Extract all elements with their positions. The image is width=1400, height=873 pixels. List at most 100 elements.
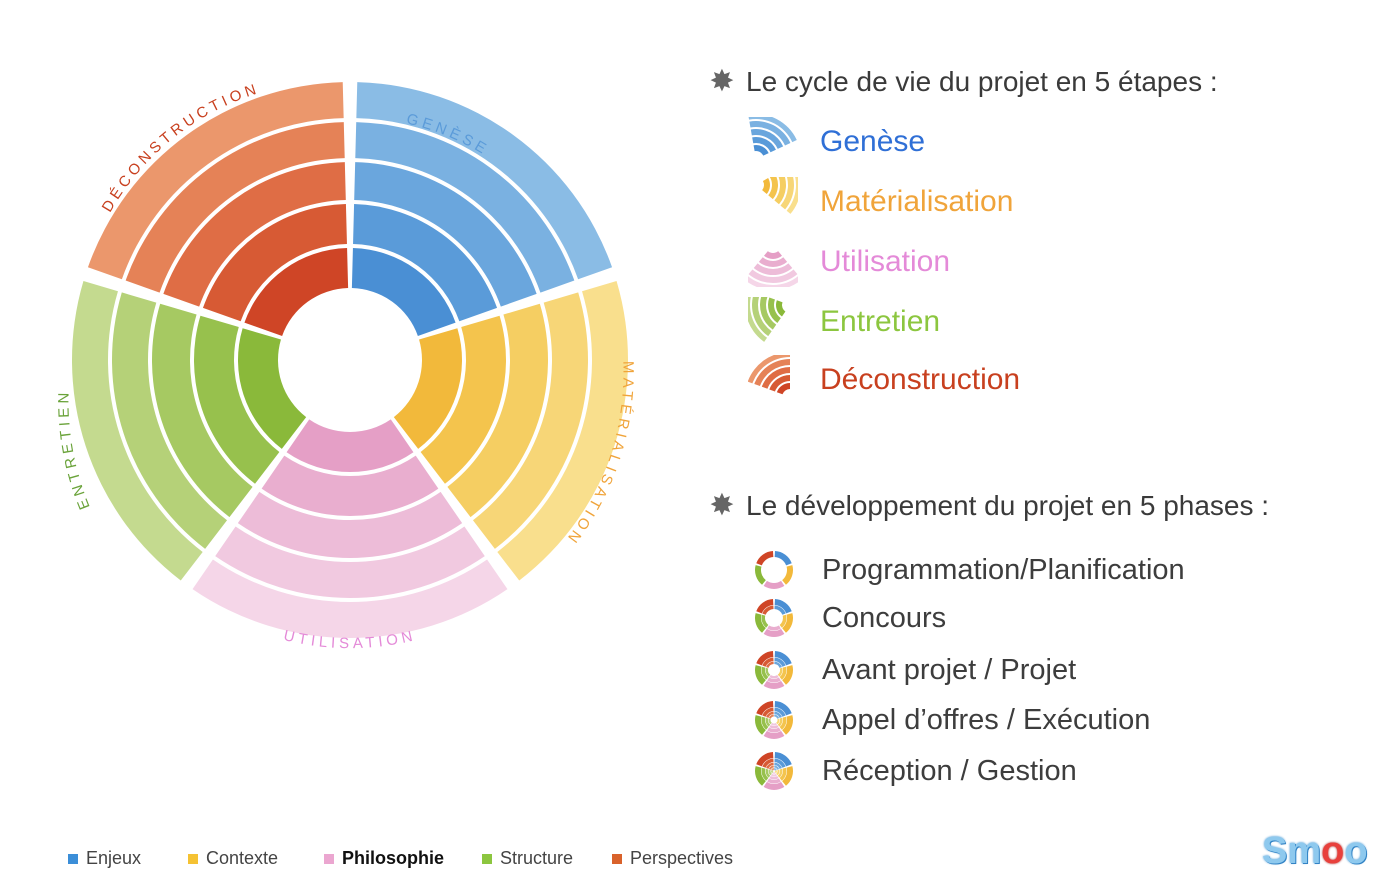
ring-band xyxy=(774,701,792,716)
wheel-band-genese-2 xyxy=(353,204,498,322)
phase-5-ring-icon xyxy=(755,752,793,790)
legend-item-contexte: Contexte xyxy=(188,848,278,869)
wheel-band-entretien-2 xyxy=(193,315,280,484)
smoo-logo: Smoo xyxy=(1262,830,1368,873)
wheel-band-genese-4 xyxy=(355,122,575,293)
ring-band xyxy=(779,666,787,680)
fan-band xyxy=(748,297,768,342)
phase-label-1: Programmation/Planification xyxy=(822,553,1185,586)
ring-band xyxy=(766,661,774,668)
ring-band xyxy=(762,758,774,768)
phase-label-2: Concours xyxy=(822,601,947,634)
ring-band xyxy=(779,614,787,628)
wheel-band-materialisation-3 xyxy=(447,303,548,518)
fan-band xyxy=(758,257,788,267)
ring-band xyxy=(768,718,772,725)
fan-band xyxy=(748,117,797,143)
ring-band xyxy=(777,717,783,727)
ring-band xyxy=(768,765,774,770)
wheel-band-deconstruction-3 xyxy=(163,162,346,307)
phase-label-3: Avant projet / Projet xyxy=(822,653,1077,686)
wheel-band-utilisation-3 xyxy=(237,491,463,558)
ring-band xyxy=(782,715,793,735)
lifecycle-wheel: GENÈSE MATÉRIALISATION UTILISATION ENTRE… xyxy=(55,80,632,652)
phase-label-4: Appel d’offres / Exécution xyxy=(822,703,1151,736)
wheel-band-utilisation-1 xyxy=(286,419,414,472)
legend-item-philosophie: Philosophie xyxy=(324,848,444,869)
legend-item-structure: Structure xyxy=(482,848,573,869)
fan-band xyxy=(769,375,790,392)
fan-band xyxy=(760,297,777,330)
wheel-band-entretien-5 xyxy=(71,281,203,581)
stage-label-deconstruction: Déconstruction xyxy=(820,363,1021,396)
ring-band xyxy=(771,768,774,771)
ring-band xyxy=(774,661,782,668)
wheel-band-utilisation-2 xyxy=(261,455,439,516)
ring-band xyxy=(761,716,769,730)
ring-band xyxy=(779,716,787,730)
ring-band xyxy=(762,605,774,615)
ring-band xyxy=(768,769,772,776)
logo-text-end: o xyxy=(1344,830,1368,872)
ring-band xyxy=(755,613,766,633)
ring-band xyxy=(769,675,779,679)
cycle-heading: ✸ Le cycle de vie du projet en 5 étapes … xyxy=(708,66,1217,98)
legend-label: Perspectives xyxy=(630,848,734,868)
ring-band xyxy=(756,701,774,716)
ring-band xyxy=(771,722,777,726)
phase-3-ring-icon xyxy=(755,651,793,689)
wheel-bands xyxy=(71,82,628,638)
ring-band xyxy=(774,657,786,667)
fan-band xyxy=(748,269,798,283)
ring-band xyxy=(766,762,774,769)
legend-item-enjeux: Enjeux xyxy=(68,848,141,869)
legend-swatch xyxy=(482,853,492,864)
legend-swatch xyxy=(188,853,198,864)
ring-band xyxy=(774,711,782,718)
legend-label: Structure xyxy=(500,848,574,868)
fan-band xyxy=(752,297,772,337)
legend-item-perspectives: Perspectives xyxy=(612,848,733,869)
ring-band xyxy=(762,657,774,667)
phase-2: Concours xyxy=(754,596,946,640)
fan-band xyxy=(762,178,770,194)
ring-band xyxy=(771,770,774,774)
ring-band xyxy=(774,768,777,771)
ring-band xyxy=(782,766,793,786)
ring-band xyxy=(761,614,769,628)
legend-label: Contexte xyxy=(206,848,279,868)
ring-band xyxy=(765,717,771,727)
phase-4-ring-icon xyxy=(755,701,793,739)
wheel-band-materialisation-4 xyxy=(472,292,588,549)
wheel-band-entretien-3 xyxy=(152,303,253,518)
ring-band xyxy=(765,768,771,778)
wheel-band-utilisation-5 xyxy=(192,559,508,638)
phase-4: Appel d’offres / Exécution xyxy=(754,698,1150,742)
development-heading: ✸ Le développement du projet en 5 phases… xyxy=(708,490,1269,522)
fan-band xyxy=(774,177,786,205)
logo-text: Sm xyxy=(1262,830,1322,872)
ring-band xyxy=(774,551,792,566)
fan-band xyxy=(768,297,781,324)
fan-band xyxy=(776,300,786,317)
fan-band xyxy=(786,177,798,214)
phase-3: Avant projet / Projet xyxy=(754,648,1076,692)
ring-band xyxy=(767,625,781,631)
wheel-band-materialisation-2 xyxy=(420,315,506,484)
ring-band xyxy=(776,769,780,776)
wheel-band-entretien-4 xyxy=(111,292,228,549)
legend-label: Enjeux xyxy=(86,848,142,868)
fan-band xyxy=(780,177,794,210)
logo-o: o xyxy=(1321,830,1345,872)
ring-band xyxy=(767,677,781,683)
ring-band xyxy=(756,651,774,666)
wheel-band-utilisation-4 xyxy=(215,526,485,598)
phase-5: Réception / Gestion xyxy=(754,749,1077,793)
wheel-band-materialisation-1 xyxy=(393,328,462,449)
ring-band xyxy=(763,781,785,790)
ring-band xyxy=(774,714,780,719)
fan-band xyxy=(764,251,782,259)
ring-band xyxy=(774,605,786,615)
genese-fan-icon xyxy=(748,117,797,156)
ring-band xyxy=(755,766,766,786)
